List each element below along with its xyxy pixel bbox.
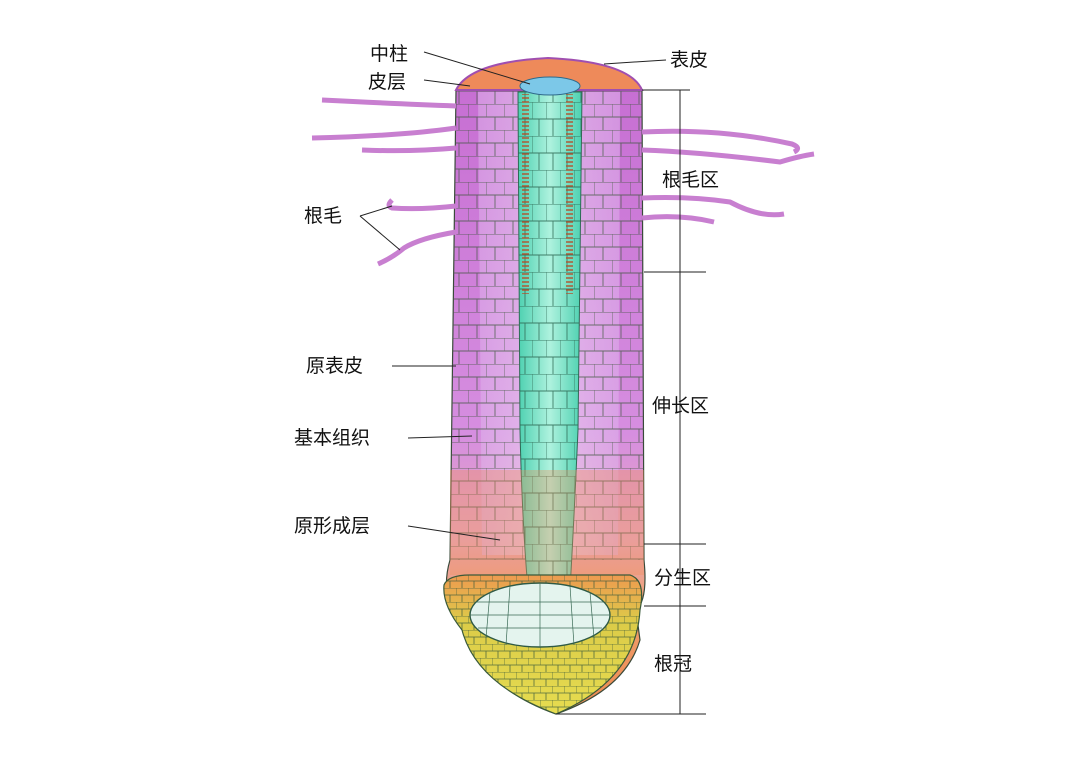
root-hair: [321, 97, 457, 109]
quiescent-center-lines: [470, 583, 610, 647]
label-elongation-zone: 伸长区: [652, 395, 709, 417]
root-hair: [641, 214, 715, 225]
stele-cross-section: [519, 76, 581, 96]
root-hair: [377, 229, 457, 267]
root-hair: [386, 198, 457, 212]
xylem-vessel-left: [522, 94, 529, 294]
label-ground-meristem: 基本组织: [294, 427, 370, 449]
root-cross-section-top: [454, 56, 644, 91]
root-hair: [361, 145, 457, 154]
root-hairs: [311, 97, 815, 267]
root-hair: [641, 147, 815, 165]
root-hair: [641, 195, 785, 218]
label-cortex: 皮层: [368, 71, 406, 93]
label-root-cap: 根冠: [654, 653, 692, 675]
label-epidermis: 表皮: [670, 49, 708, 71]
zone-bracket: [556, 89, 706, 715]
label-stele: 中柱: [370, 43, 408, 65]
leader-lines: [359, 51, 667, 541]
label-root-hair-zone: 根毛区: [662, 169, 719, 191]
root-body: [443, 56, 646, 715]
xylem-vessel-right: [566, 94, 573, 294]
label-protoderm: 原表皮: [306, 355, 363, 377]
label-procambium: 原形成层: [294, 515, 370, 537]
label-meristem-zone: 分生区: [654, 567, 711, 589]
root-hair: [311, 125, 457, 141]
labels: 中柱 表皮 皮层 根毛区 根毛 原表皮 伸长区 基本组织 原形成层 分生区 根冠: [294, 43, 719, 675]
label-root-hair: 根毛: [304, 205, 342, 227]
meristem-region: [450, 470, 644, 575]
